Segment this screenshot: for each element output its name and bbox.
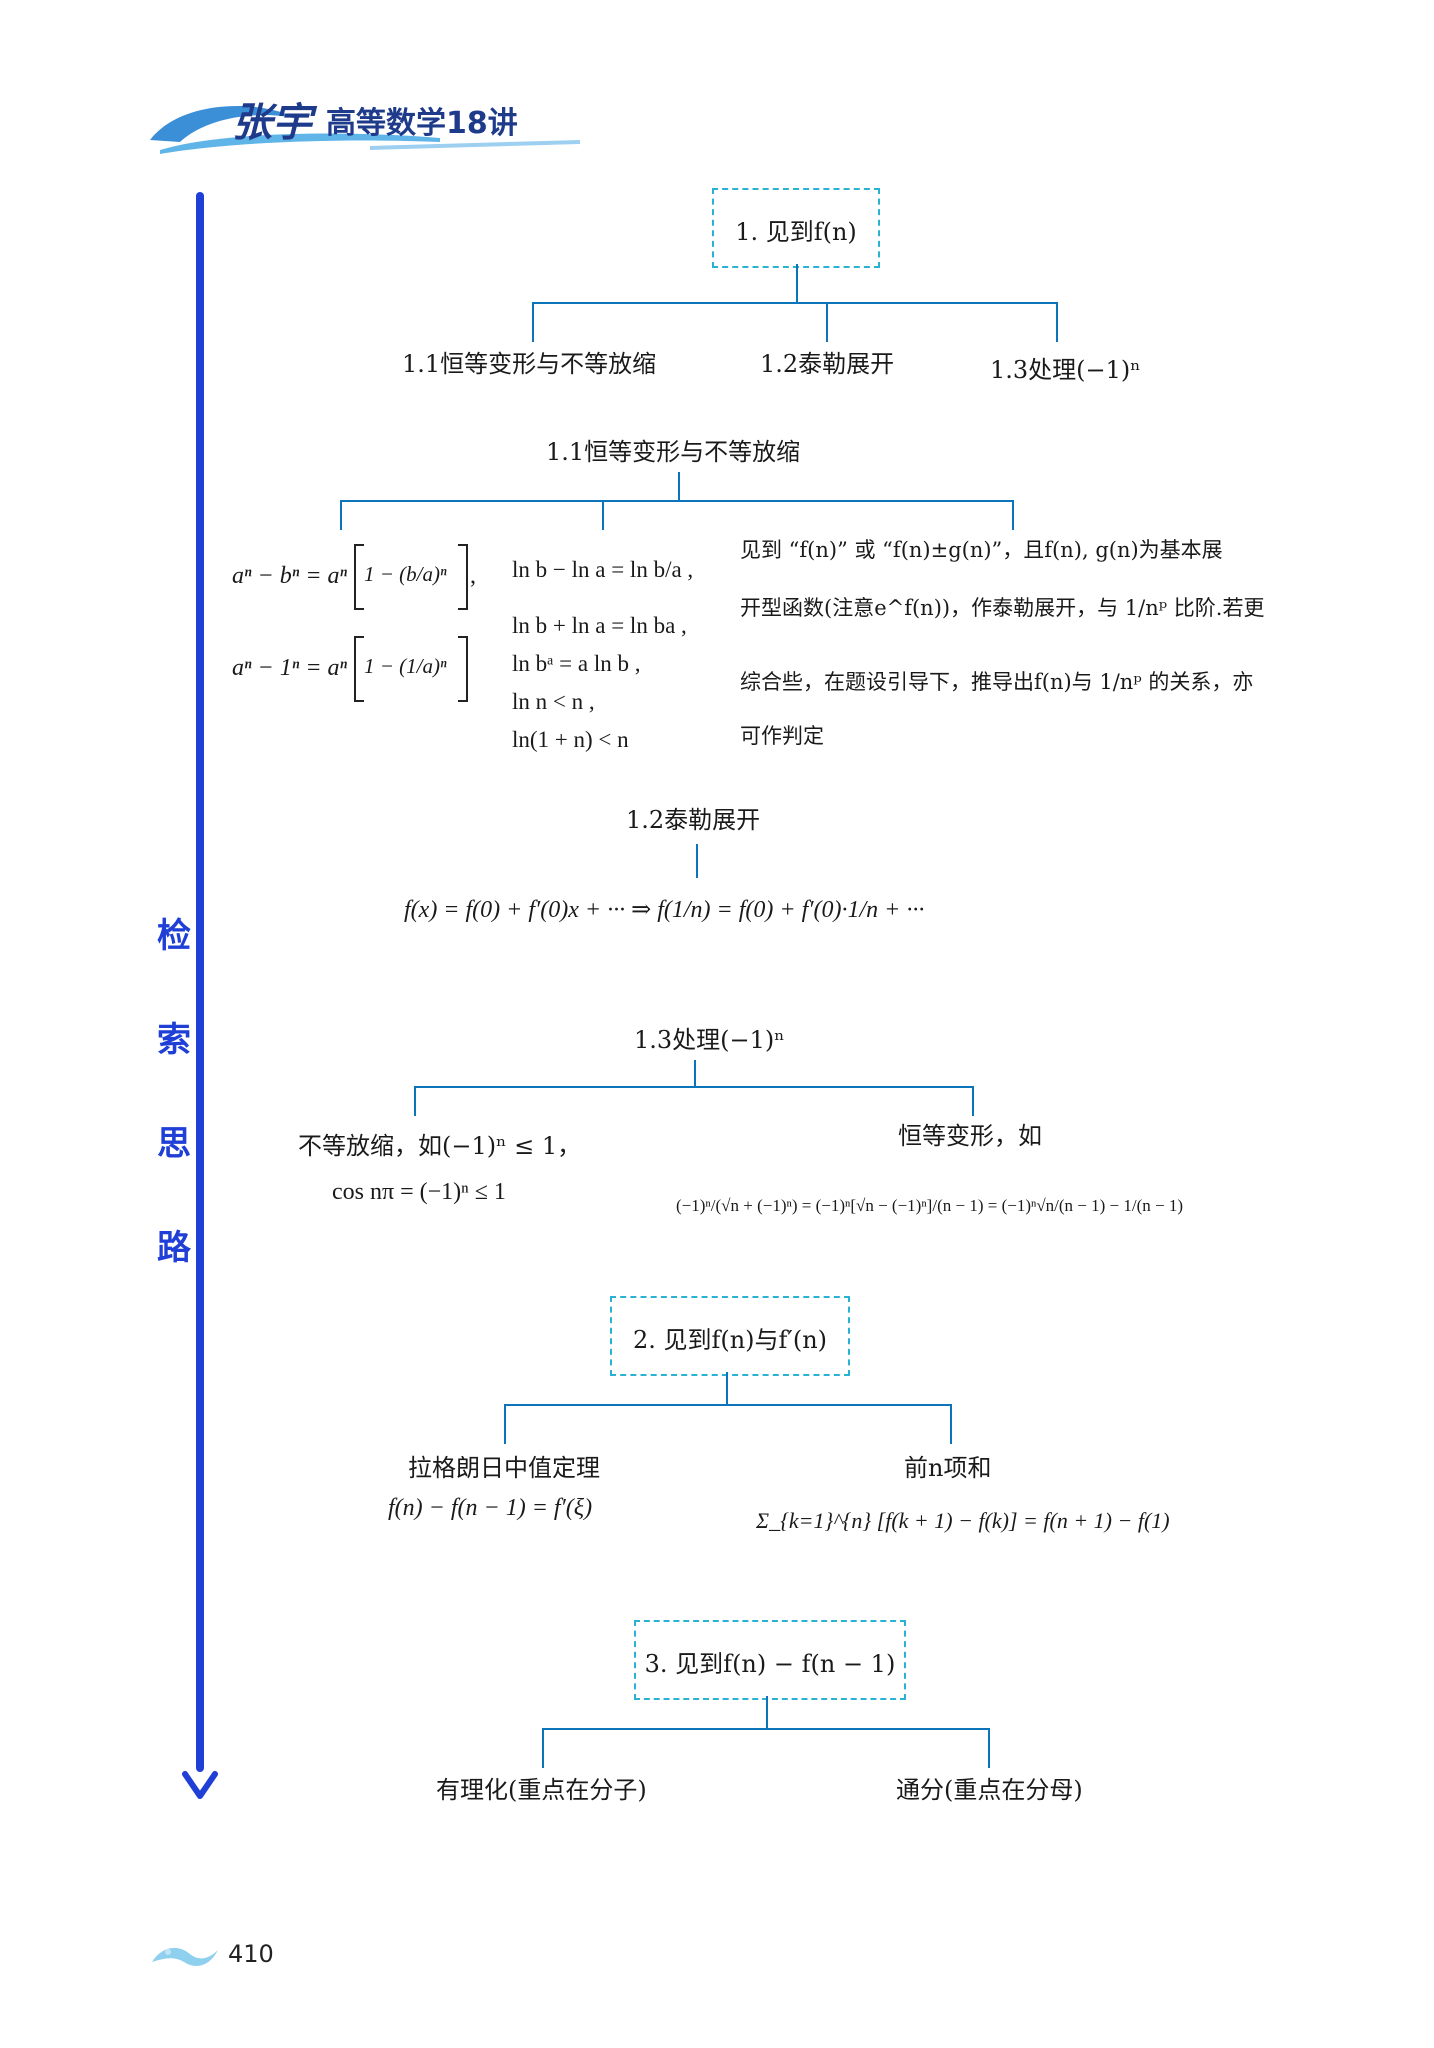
explanation-line: 可作判定 — [740, 724, 824, 748]
connector — [1056, 302, 1058, 342]
section1-3-left-line1: 不等放缩，如(−1)ⁿ ≤ 1， — [298, 1132, 582, 1160]
sidebar-line — [196, 192, 204, 1772]
section3-branch-2: 通分(重点在分母) — [896, 1776, 1083, 1804]
connector — [972, 1086, 974, 1116]
header-swoosh-icon — [150, 106, 580, 154]
section3-branch-1: 有理化(重点在分子) — [436, 1776, 647, 1804]
section1-title-box: 1. 见到f(n) — [712, 188, 880, 268]
connector — [532, 302, 1058, 304]
comma: , — [470, 563, 476, 589]
connector — [414, 1086, 416, 1116]
formula-power-difference: aⁿ − bⁿ = aⁿ 1 − (b/a)ⁿ , — [232, 540, 476, 620]
section2-right-title: 前n项和 — [904, 1454, 992, 1482]
section1-2-title: 1.2泰勒展开 — [626, 806, 761, 834]
log-line: ln b + ln a = ln ba , — [512, 613, 687, 638]
header: 张宇 高等数学18讲 — [140, 80, 600, 160]
formula-power-difference-one: aⁿ − 1ⁿ = aⁿ 1 − (1/a)ⁿ — [232, 632, 472, 712]
connector — [542, 1728, 990, 1730]
footer-wave-icon — [152, 1947, 218, 1966]
explanation-line: 综合些，在题设引导下，推导出f(n)与 1/nᵖ 的关系，亦 — [740, 670, 1254, 694]
connector — [504, 1404, 506, 1444]
connector — [696, 844, 698, 878]
connector — [766, 1696, 768, 1730]
connector — [694, 1060, 696, 1088]
section1-3-title: 1.3处理(−1)ⁿ — [634, 1026, 785, 1054]
section2-left-formula: f(n) − f(n − 1) = f′(ξ) — [388, 1495, 593, 1521]
connector — [950, 1404, 952, 1444]
section2-left-title: 拉格朗日中值定理 — [408, 1454, 600, 1482]
header-book-title: 高等数学18讲 — [326, 106, 518, 141]
sidebar-label-char: 检 — [157, 916, 191, 956]
connector — [602, 500, 604, 530]
bracket-box: 1 − (b/a)ⁿ — [354, 544, 468, 610]
explanation-line: 见到 “f(n)” 或 “f(n)±g(n)”，且f(n), g(n)为基本展 — [740, 538, 1223, 562]
section3-title: 3. 见到f(n) − f(n − 1) — [644, 1650, 896, 1678]
connector — [826, 302, 828, 342]
log-identities: ln b − ln a = ln b/a , ln b + ln a = ln … — [512, 556, 712, 766]
formula-lhs: aⁿ − 1ⁿ = aⁿ — [232, 655, 348, 681]
section2-title-box: 2. 见到f(n)与f′(n) — [610, 1296, 850, 1376]
section1-2-formula: f(x) = f(0) + f′(0)x + ··· ⇒ f(1/n) = f(… — [404, 897, 925, 923]
section2-right-formula: Σ_{k=1}^{n} [f(k + 1) − f(k)] = f(n + 1)… — [756, 1508, 1170, 1533]
connector — [678, 472, 680, 502]
formula-inner: 1 − (b/a)ⁿ — [364, 562, 447, 586]
connector — [532, 302, 534, 342]
section1-3-right-title: 恒等变形，如 — [898, 1122, 1042, 1150]
sidebar-label-char: 路 — [157, 1228, 191, 1268]
log-line: ln(1 + n) < n — [512, 727, 629, 752]
connector — [340, 500, 342, 530]
bracket-box: 1 − (1/a)ⁿ — [354, 636, 468, 702]
page-number: 410 — [228, 1940, 274, 1968]
section2-title: 2. 见到f(n)与f′(n) — [632, 1326, 828, 1354]
section1-3-left-line2: cos nπ = (−1)ⁿ ≤ 1 — [332, 1179, 506, 1205]
section1-branch-1: 1.1恒等变形与不等放缩 — [402, 350, 657, 378]
section1-1-explanation: 见到 “f(n)” 或 “f(n)±g(n)”，且f(n), g(n)为基本展 … — [740, 538, 1330, 768]
section1-branch-3: 1.3处理(−1)ⁿ — [990, 356, 1141, 384]
section1-1-title: 1.1恒等变形与不等放缩 — [546, 438, 801, 466]
sidebar-label-char: 思 — [157, 1124, 191, 1164]
section1-title: 1. 见到f(n) — [735, 218, 857, 246]
connector — [542, 1728, 544, 1768]
formula-inner: 1 − (1/a)ⁿ — [364, 654, 447, 678]
explanation-line: 开型函数(注意e^f(n))，作泰勒展开，与 1/nᵖ 比阶.若更 — [740, 596, 1265, 620]
connector — [988, 1728, 990, 1768]
sidebar-arrow-icon — [182, 1770, 218, 1804]
footer: 410 — [150, 1930, 310, 1980]
section3-title-box: 3. 见到f(n) − f(n − 1) — [634, 1620, 906, 1700]
log-line: ln b − ln a = ln b/a , — [512, 557, 694, 582]
section1-branch-2: 1.2泰勒展开 — [760, 350, 895, 378]
connector — [796, 264, 798, 304]
log-line: ln n < n , — [512, 689, 595, 714]
connector — [414, 1086, 974, 1088]
sidebar-label-char: 索 — [157, 1020, 191, 1060]
formula-lhs: aⁿ − bⁿ = aⁿ — [232, 563, 348, 589]
connector — [726, 1372, 728, 1406]
log-line: ln bᵃ = a ln b , — [512, 651, 641, 676]
section1-3-right-formula: (−1)ⁿ/(√n + (−1)ⁿ) = (−1)ⁿ[√n − (−1)ⁿ]/(… — [676, 1196, 1184, 1215]
connector — [1012, 500, 1014, 530]
connector — [340, 500, 1014, 502]
connector — [504, 1404, 952, 1406]
header-logo: 张宇 — [232, 100, 312, 146]
